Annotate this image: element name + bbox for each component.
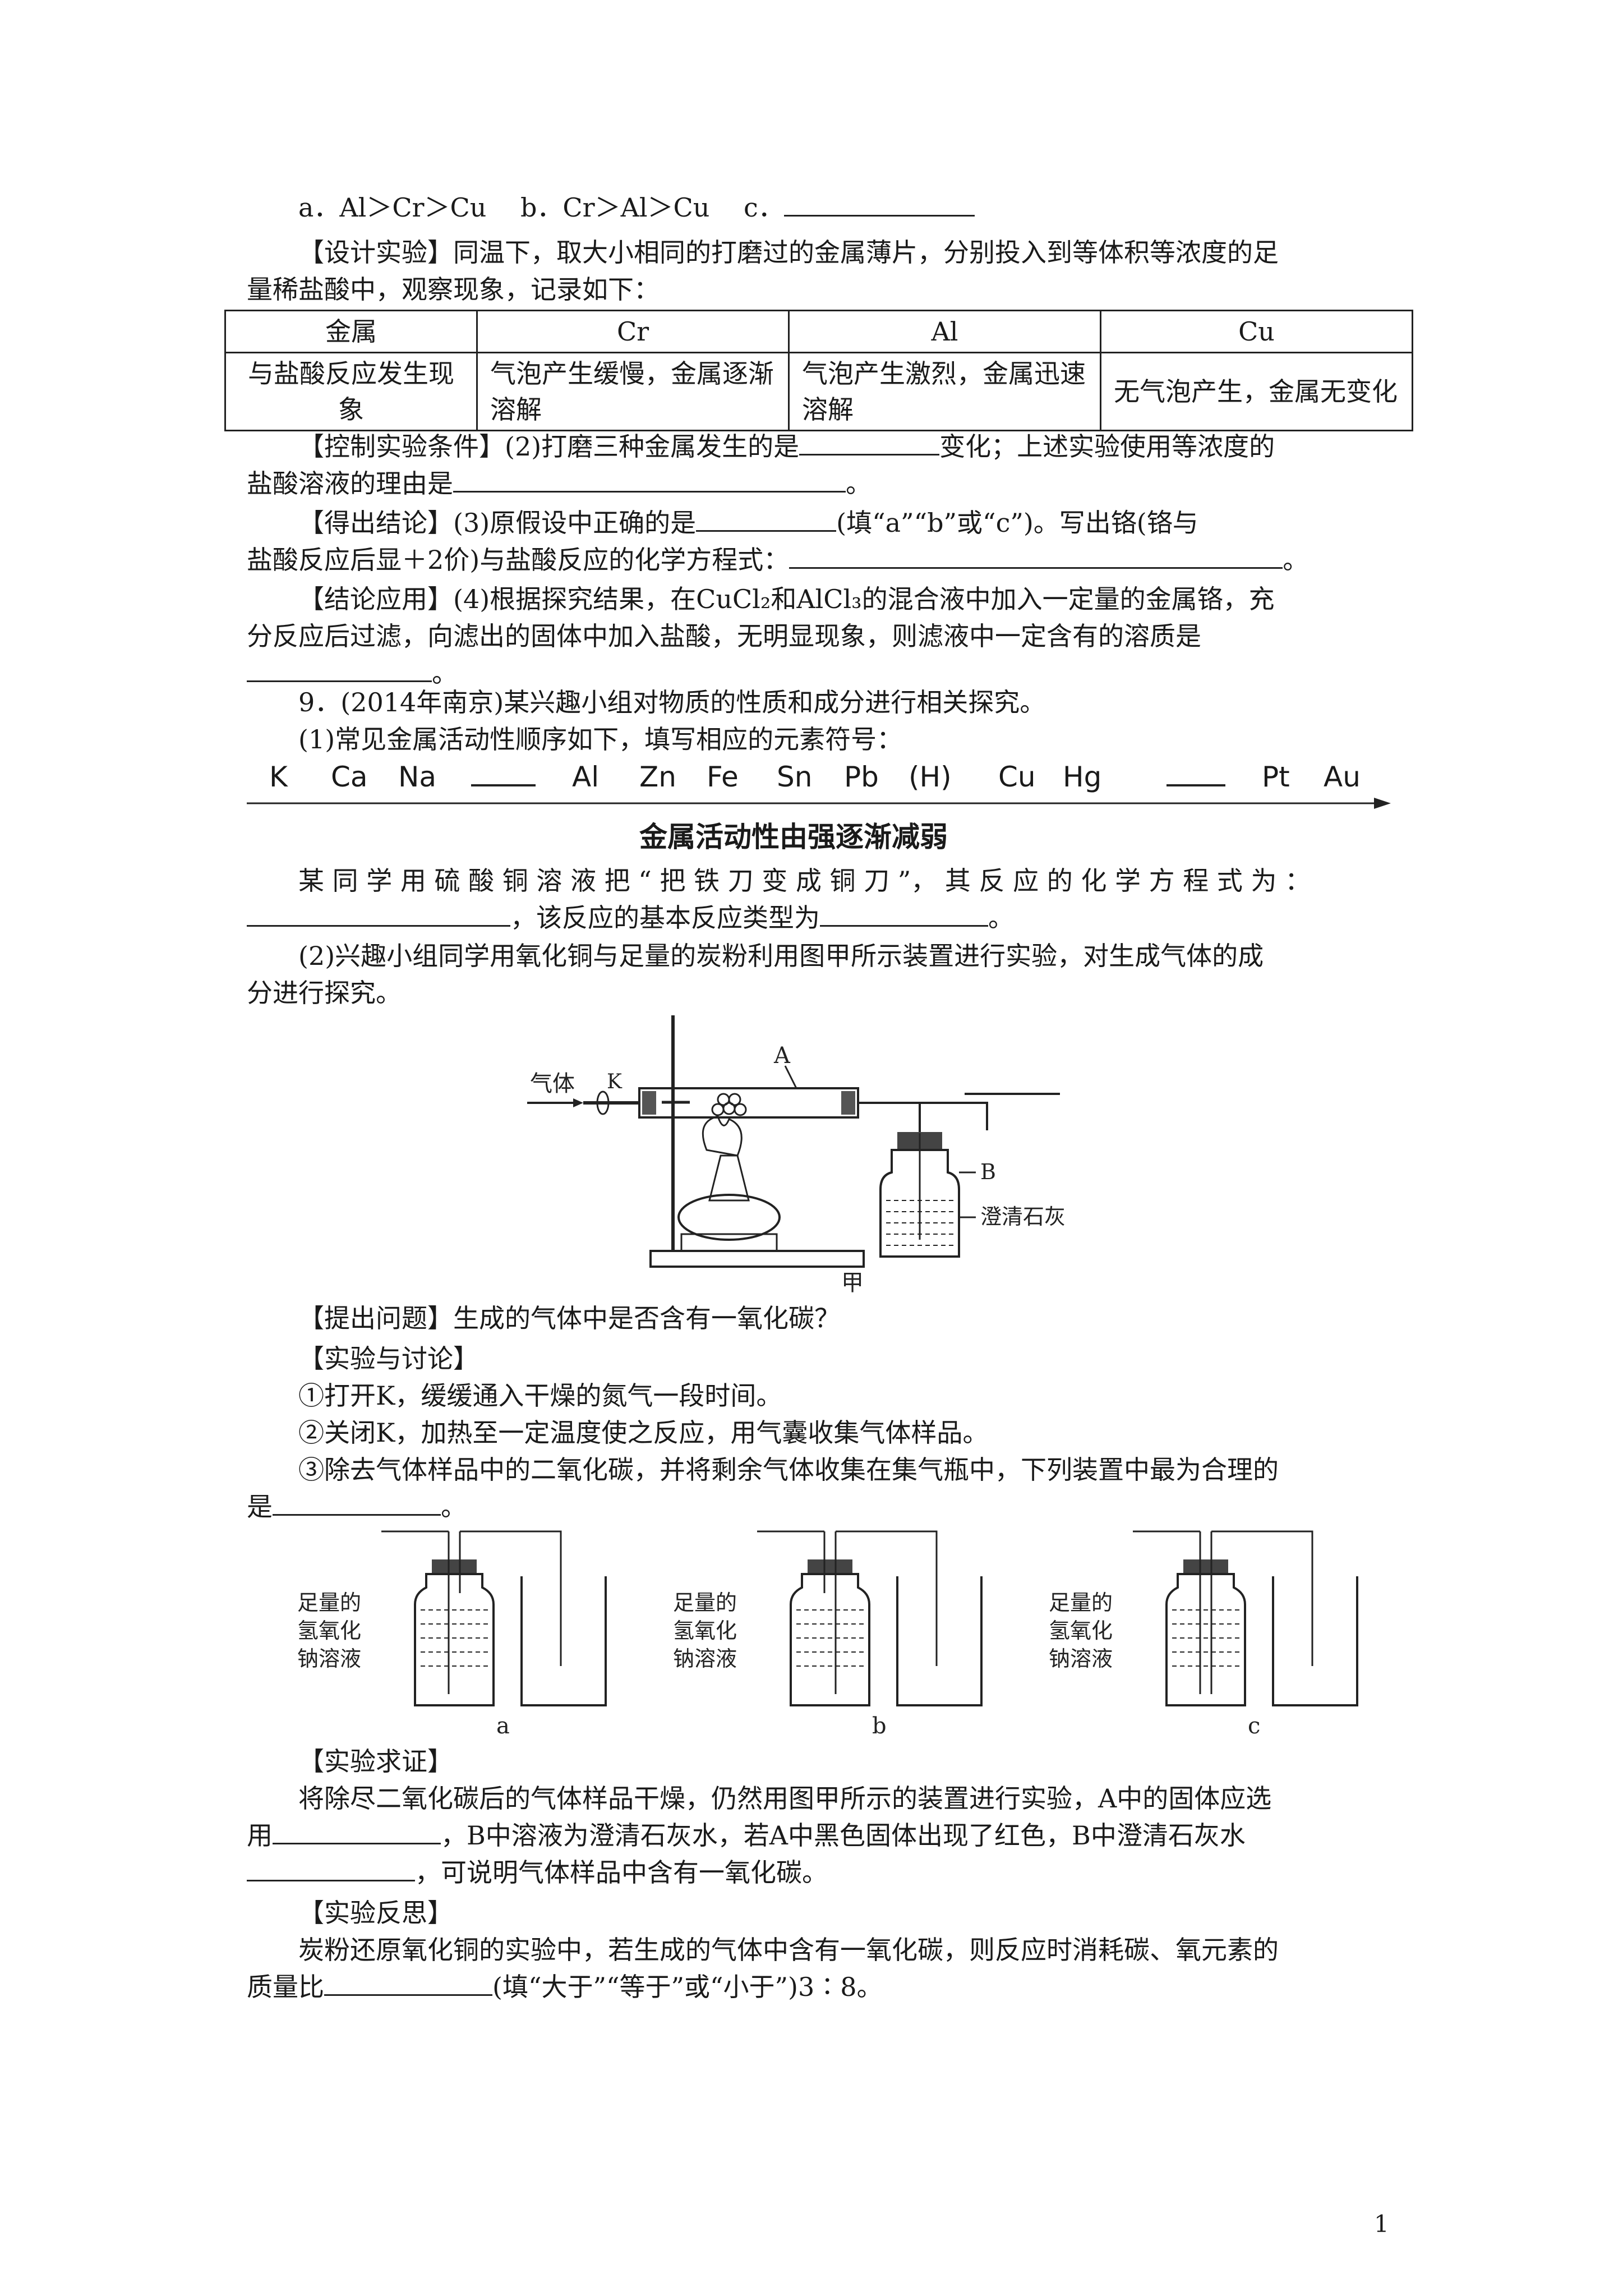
series-element: Fe xyxy=(707,761,739,793)
table-row-label: 与盐酸反应发生现象 xyxy=(224,352,478,431)
apparatus-options: 足量的 氢氧化 钠溶液 a 足量的 氢氧化 钠溶液 b xyxy=(297,1530,1358,1739)
series-element: Cu xyxy=(998,761,1036,793)
question-9-part-2-line-1: (2)兴趣小组同学用氧化铜与足量的炭粉利用图甲所示装置进行实验，对生成气体的成 xyxy=(298,941,1264,971)
series-element: Ca xyxy=(331,761,368,793)
table-header-cell: Cu xyxy=(1099,310,1414,353)
answer-blank[interactable] xyxy=(247,658,432,682)
reflect-line-1: 炭粉还原氧化铜的实验中，若生成的气体中含有一氧化碳，则反应时消耗碳、氧元素的 xyxy=(298,1935,1279,1965)
series-element: K xyxy=(269,761,288,793)
series-element: Pb xyxy=(844,761,879,793)
series-element: Sn xyxy=(777,761,813,793)
step-3-line-1: ③除去气体样品中的二氧化碳，并将剩余气体收集在集气瓶中，下列装置中最为合理的 xyxy=(298,1455,1279,1485)
reagent-label: 足量的 xyxy=(673,1590,737,1615)
gas-label: 气体 xyxy=(530,1071,575,1097)
design-text-1: 【设计实验】同温下，取大小相同的打磨过的金属薄片，分别投入到等体积等浓度的足 xyxy=(298,237,1279,268)
knife-line-2: ，该反应的基本反应类型为。 xyxy=(247,900,1391,936)
series-element: Au xyxy=(1324,761,1361,793)
table-cell: 气泡产生缓慢，金属逐渐溶解 xyxy=(476,352,790,431)
apparatus-diagram-jia: 气体 K A B 澄清石灰水 xyxy=(527,1015,1066,1296)
page-number: 1 xyxy=(1374,2210,1389,2238)
reagent-label: 氢氧化 xyxy=(673,1618,737,1643)
series-blank[interactable] xyxy=(471,784,536,786)
series-element: Al xyxy=(572,761,600,793)
option-label: a xyxy=(496,1713,510,1739)
activity-series: K Ca Na Al Zn Fe Sn Pb (H) Cu Hg Pt Au xyxy=(247,761,1391,822)
reflect-line-2: 质量比(填“大于”“等于”或“小于”)3∶8。 xyxy=(247,1972,883,2002)
answer-blank[interactable] xyxy=(799,431,940,455)
bottle-label: B xyxy=(980,1159,996,1184)
verify-line-3: ，可说明气体样品中含有一氧化碳。 xyxy=(247,1855,1391,1890)
series-element: Na xyxy=(398,761,437,793)
reagent-label: 钠溶液 xyxy=(673,1646,737,1671)
design-text-2: 量稀盐酸中，观察现象，记录如下： xyxy=(247,274,660,305)
table-header-cell: 金属 xyxy=(224,310,478,353)
series-element: Hg xyxy=(1063,761,1102,793)
option-b[interactable]: 足量的 氢氧化 钠溶液 b xyxy=(673,1530,983,1739)
series-element: (H) xyxy=(909,761,952,793)
option-c[interactable]: 足量的 氢氧化 钠溶液 c xyxy=(1049,1530,1358,1739)
tube-label: A xyxy=(773,1043,791,1069)
answer-blank[interactable] xyxy=(247,1857,415,1881)
series-blank[interactable] xyxy=(1166,784,1225,786)
conclusion-line-2: 盐酸反应后显＋2价)与盐酸反应的化学方程式：。 xyxy=(247,545,1309,575)
series-element: Pt xyxy=(1262,761,1290,793)
conclusion-line-1: 【得出结论】(3)原假设中正确的是(填“a”“b”或“c”)。写出铬(铬与 xyxy=(298,508,1198,538)
answer-blank[interactable] xyxy=(820,903,988,927)
table-header-cell: Cr xyxy=(476,310,790,353)
question-9-part-1: (1)常见金属活动性顺序如下，填写相应的元素符号： xyxy=(298,724,903,754)
question-9-part-2-line-2: 分进行探究。 xyxy=(247,978,402,1008)
hypothesis-options: a．Al＞Cr＞Cu b．Cr＞Al＞Cu c． xyxy=(298,190,1442,226)
option-label: c xyxy=(1248,1713,1260,1739)
control-line-1: 【控制实验条件】(2)打磨三种金属发生的是变化；上述实验使用等浓度的 xyxy=(298,431,1275,462)
answer-blank[interactable] xyxy=(789,545,1283,569)
valve-label: K xyxy=(607,1070,623,1093)
ask-question: 【提出问题】生成的气体中是否含有一氧化碳？ xyxy=(298,1303,840,1333)
control-line-2: 盐酸溶液的理由是。 xyxy=(247,468,872,499)
answer-blank[interactable] xyxy=(247,903,510,927)
table-cell: 无气泡产生，金属无变化 xyxy=(1099,352,1414,431)
reagent-label: 钠溶液 xyxy=(297,1646,361,1671)
answer-blank[interactable] xyxy=(273,1492,441,1516)
reagent-label: 氢氧化 xyxy=(297,1618,361,1643)
reagent-label: 足量的 xyxy=(297,1590,361,1615)
step-3-line-2: 是。 xyxy=(247,1492,467,1522)
solution-label: 澄清石灰水 xyxy=(980,1204,1066,1229)
application-line-3: 。 xyxy=(247,655,1391,691)
option-a[interactable]: 足量的 氢氧化 钠溶液 a xyxy=(297,1530,607,1739)
series-caption: 金属活动性由强逐渐减弱 xyxy=(639,821,948,853)
knife-line-1: 某 同 学 用 硫 酸 铜 溶 液 把 “ 把 铁 刀 变 成 铜 刀 ”， 其… xyxy=(298,866,1311,896)
table-header-row: 金属 Cr Al Cu xyxy=(224,310,1414,353)
question-9-title: 9．(2014年南京)某兴趣小组对物质的性质和成分进行相关探究。 xyxy=(298,687,1046,717)
table-cell: 气泡产生激烈，金属迅速溶解 xyxy=(788,352,1101,431)
answer-blank[interactable] xyxy=(783,192,975,217)
step-1: ①打开K，缓缓通入干燥的氮气一段时间。 xyxy=(298,1381,782,1411)
table-header-cell: Al xyxy=(788,310,1101,353)
step-2: ②关闭K，加热至一定温度使之反应，用气囊收集气体样品。 xyxy=(298,1418,989,1448)
answer-blank[interactable] xyxy=(696,508,837,532)
reagent-label: 足量的 xyxy=(1049,1590,1113,1615)
verify-line-2: 用，B中溶液为澄清石灰水，若A中黑色固体出现了红色，B中澄清石灰水 xyxy=(247,1820,1246,1851)
reagent-label: 钠溶液 xyxy=(1049,1646,1113,1671)
table-row: 与盐酸反应发生现象 气泡产生缓慢，金属逐渐溶解 气泡产生激烈，金属迅速溶解 无气… xyxy=(224,352,1414,431)
verify-heading: 【实验求证】 xyxy=(298,1746,453,1777)
reflect-heading: 【实验反思】 xyxy=(298,1898,453,1928)
metal-reaction-table: 金属 Cr Al Cu 与盐酸反应发生现象 气泡产生缓慢，金属逐渐溶解 气泡产生… xyxy=(224,310,1414,431)
figure-caption: 甲 xyxy=(841,1270,864,1296)
series-arrow xyxy=(247,798,1391,809)
series-element: Zn xyxy=(639,761,676,793)
application-line-2: 分反应后过滤，向滤出的固体中加入盐酸，无明显现象，则滤液中一定含有的溶质是 xyxy=(247,621,1201,651)
application-line-1: 【结论应用】(4)根据探究结果，在CuCl₂和AlCl₃的混合液中加入一定量的金… xyxy=(298,584,1275,614)
discussion-heading: 【实验与讨论】 xyxy=(298,1343,479,1374)
answer-blank[interactable] xyxy=(273,1820,441,1844)
answer-blank[interactable] xyxy=(324,1972,492,1996)
reagent-label: 氢氧化 xyxy=(1049,1618,1113,1643)
answer-blank[interactable] xyxy=(453,468,846,493)
verify-line-1: 将除尽二氧化碳后的气体样品干燥，仍然用图甲所示的装置进行实验，A中的固体应选 xyxy=(298,1783,1272,1814)
option-label: b xyxy=(872,1713,887,1739)
